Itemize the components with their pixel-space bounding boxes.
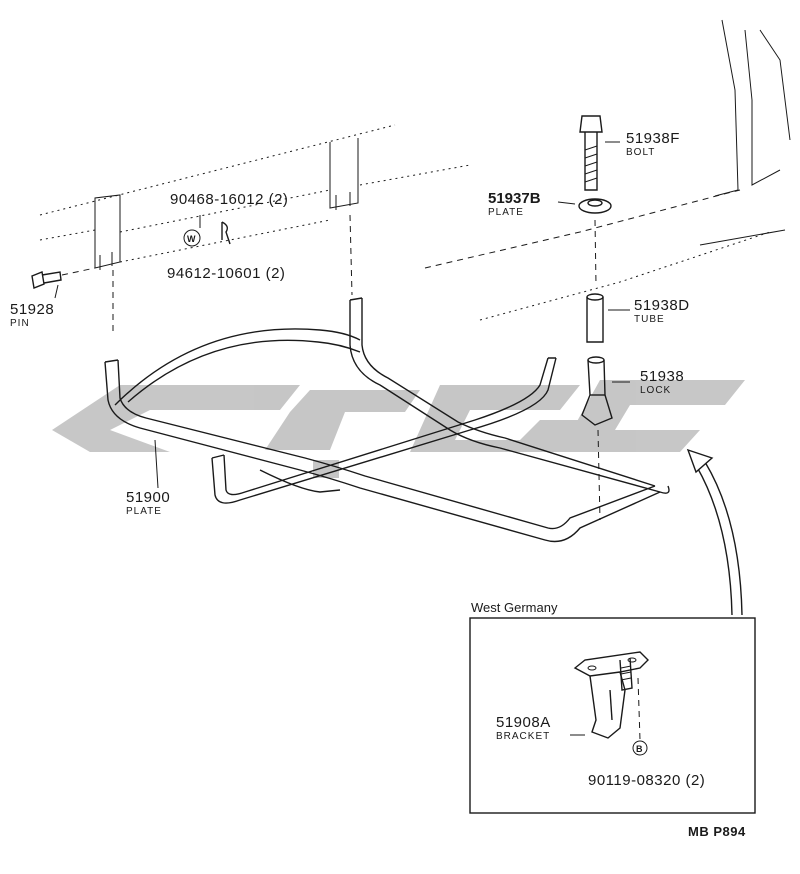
label-51938f-name: BOLT <box>626 147 655 158</box>
west-germany-detail: B <box>469 617 756 814</box>
bolt-51938f <box>579 115 620 191</box>
label-51928-name: PIN <box>10 318 30 329</box>
label-51938-name: LOCK <box>640 385 671 396</box>
label-51900-number: 51900 <box>126 489 170 506</box>
w-washer-symbol: W <box>187 234 196 244</box>
part-labels: 51938F BOLT 51937B PLATE 51938D TUBE 519… <box>10 130 746 839</box>
leader-lines <box>54 215 201 489</box>
assembly-guide-lines <box>112 214 601 521</box>
label-51908a-number: 51908A <box>496 714 551 731</box>
label-51928-number: 51928 <box>10 301 54 318</box>
region-label: West Germany <box>471 600 558 615</box>
spare-wheel-carrier <box>104 297 670 543</box>
label-51938d-number: 51938D <box>634 297 690 314</box>
vehicle-floor-outline <box>39 124 471 270</box>
label-51938d-name: TUBE <box>634 314 665 325</box>
label-94612-number: 94612-10601 (2) <box>167 265 285 282</box>
clip-90468 <box>221 221 231 245</box>
label-51908a-name: BRACKET <box>496 731 550 742</box>
plate-51937b <box>557 198 612 214</box>
b-bolt-symbol: B <box>636 744 643 754</box>
detail-arrow <box>686 448 743 616</box>
w-washer-callout: W <box>183 229 201 247</box>
b-bolt-callout: B <box>632 740 648 756</box>
vehicle-body-outline <box>424 19 791 321</box>
label-51900-name: PLATE <box>126 506 162 517</box>
lock-51938 <box>581 356 630 426</box>
label-51937b-name: PLATE <box>488 207 524 218</box>
watermark-logo <box>52 380 745 478</box>
tube-51938d <box>586 293 630 343</box>
label-90119-number: 90119-08320 (2) <box>588 772 705 789</box>
label-51938-number: 51938 <box>640 368 684 385</box>
diagram-code: MB P894 <box>688 824 746 839</box>
label-51938f-number: 51938F <box>626 130 680 147</box>
label-90468-number: 90468-16012 (2) <box>170 191 288 208</box>
pin-51928 <box>31 267 96 289</box>
label-51937b-number: 51937B <box>488 190 541 207</box>
bracket-51908a <box>573 651 649 739</box>
